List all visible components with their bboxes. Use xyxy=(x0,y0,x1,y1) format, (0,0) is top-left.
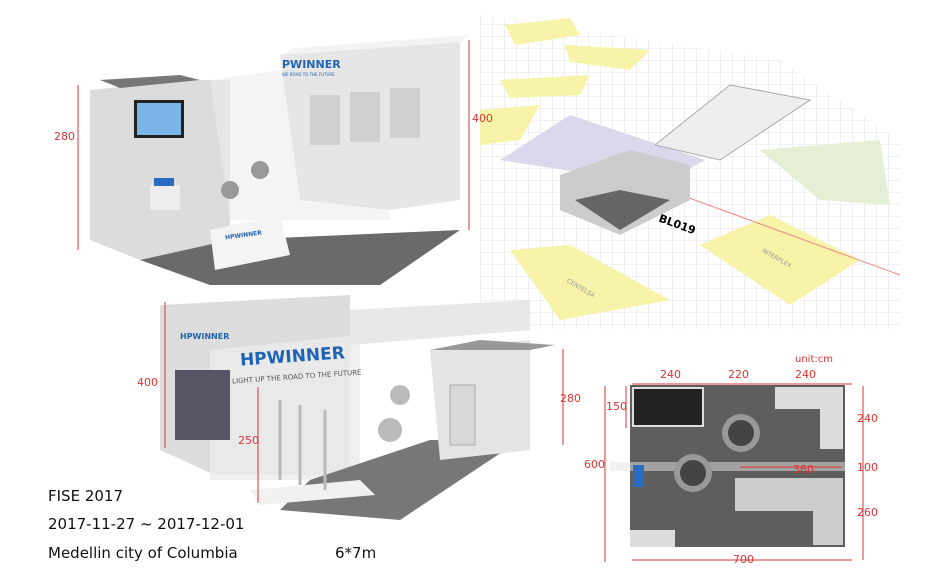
plan-left-total: 600 xyxy=(584,458,605,471)
plan-top-3: 240 xyxy=(795,368,816,381)
plan-top-1: 240 xyxy=(660,368,681,381)
dim-arrow-250 xyxy=(257,387,259,503)
plan-reception-desk xyxy=(633,465,644,487)
plan-dimension-lines xyxy=(604,383,864,562)
booth-top-slogan: WE ROAD TO THE FUTURE xyxy=(282,72,335,77)
plan-table-2 xyxy=(680,460,706,486)
plan-right-3: 260 xyxy=(857,506,878,519)
plan-right-2: 100 xyxy=(857,461,878,474)
booth-bottom-drawing xyxy=(160,295,555,520)
plan-counter: 360 xyxy=(793,463,814,476)
dim-display-250: 250 xyxy=(238,434,259,447)
plan-unit: unit:cm xyxy=(795,354,833,365)
floor-plan xyxy=(610,385,845,547)
caption-location: Medellin city of Columbia xyxy=(48,544,238,562)
plan-storage-room-lower xyxy=(813,511,843,545)
plan-side-counter xyxy=(820,409,843,449)
hall-floor-map: BL019 INTERPLEX CENTELSA xyxy=(480,0,950,330)
booth-render-top: PWINNER WE ROAD TO THE FUTURE HPWINNER xyxy=(77,20,480,290)
caption-dates: 2017-11-27 ~ 2017-12-01 xyxy=(48,515,245,533)
dim-arrow-400 xyxy=(164,302,166,448)
caption-event: FISE 2017 xyxy=(48,487,123,505)
booth-top-logo: PWINNER xyxy=(282,58,341,71)
floor-map-drawing xyxy=(480,15,901,330)
plan-planter xyxy=(630,530,675,547)
dim-arrow-right xyxy=(468,40,470,230)
plan-storage-room xyxy=(735,478,843,511)
plan-corridor xyxy=(610,462,845,471)
plan-top-2: 220 xyxy=(728,368,749,381)
dim-store-280: 280 xyxy=(560,392,581,405)
dim-top-left: 280 xyxy=(54,130,75,143)
plan-screen xyxy=(632,387,704,427)
plan-shelves xyxy=(775,387,843,409)
dim-arrow-left xyxy=(77,85,79,250)
booth-render-bottom: HPWINNER LIGHT UP THE ROAD TO THE FUTURE… xyxy=(150,290,570,525)
dim-wall-400: 400 xyxy=(137,376,158,389)
booth-bottom-side-logo: HPWINNER xyxy=(180,332,230,341)
plan-table-1 xyxy=(728,420,754,446)
plan-left-screen: 150 xyxy=(606,400,627,413)
dim-top-right: 400 xyxy=(472,112,493,125)
dim-arrow-280 xyxy=(562,349,564,445)
booth-top-drawing xyxy=(90,35,470,285)
plan-bottom: 700 xyxy=(733,553,754,566)
caption-size: 6*7m xyxy=(335,544,377,562)
plan-right-1: 240 xyxy=(857,412,878,425)
